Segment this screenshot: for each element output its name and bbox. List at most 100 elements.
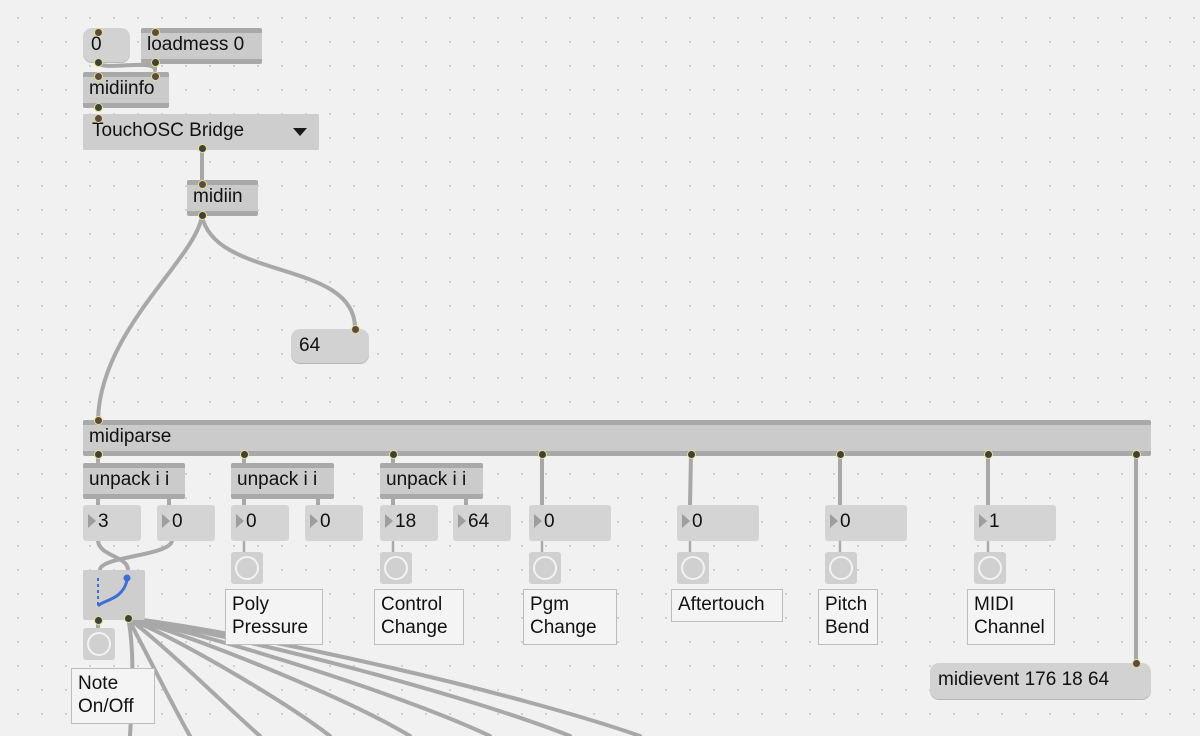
loadmess-text: loadmess 0 — [147, 34, 245, 55]
outlet-dot[interactable] — [151, 58, 160, 67]
outlet-dot[interactable] — [984, 450, 993, 459]
pitch-bend-number[interactable]: 0 — [825, 505, 907, 541]
number-arrow-icon — [162, 514, 170, 528]
pitch-comment-text: Pitch Bend — [825, 594, 870, 638]
gate-switch-icon — [96, 574, 131, 608]
outlet-dot[interactable] — [94, 103, 103, 112]
number-arrow-icon — [458, 514, 466, 528]
note-comment: Note On/Off — [71, 668, 155, 724]
midiin-text: midiin — [193, 186, 243, 207]
aftertouch-comment: Aftertouch — [671, 589, 783, 622]
value-64-message[interactable]: 64 — [291, 329, 369, 363]
number-value: 1 — [989, 511, 1000, 532]
midievent-text: midievent 176 18 64 — [938, 669, 1110, 690]
outlet-dot[interactable] — [538, 450, 547, 459]
cc-number-number[interactable]: 18 — [380, 505, 438, 541]
outlet-dot[interactable] — [198, 211, 207, 220]
midi-device-selected: TouchOSC Bridge — [92, 120, 245, 141]
outlet-dot[interactable] — [687, 450, 696, 459]
cord-pitch-to-gate — [96, 538, 130, 572]
midi-device-menu[interactable]: TouchOSC Bridge — [83, 114, 319, 150]
outlet-dot[interactable] — [94, 450, 103, 459]
pitchbend-bang-button[interactable] — [825, 552, 857, 584]
aftertouch-bang-button[interactable] — [677, 552, 709, 584]
inlet-dot[interactable] — [94, 28, 103, 37]
unpack-note-text: unpack i i — [89, 469, 170, 490]
poly-bang-button[interactable] — [231, 552, 263, 584]
poly-comment-text: Poly Pressure — [232, 594, 309, 638]
number-value: 0 — [246, 511, 257, 532]
inlet-dot[interactable] — [151, 28, 160, 37]
number-value: 64 — [468, 511, 490, 532]
pgm-bang-button[interactable] — [529, 552, 561, 584]
number-value: 18 — [395, 511, 417, 532]
note-comment-text: Note On/Off — [78, 673, 134, 717]
pgm-comment: Pgm Change — [523, 589, 617, 645]
number-value: 3 — [98, 511, 109, 532]
pgm-change-number[interactable]: 0 — [529, 505, 611, 541]
inlet-dot[interactable] — [94, 114, 103, 123]
poly-key-number[interactable]: 0 — [231, 505, 289, 541]
note-bang-button[interactable] — [83, 628, 115, 660]
midiparse-object[interactable]: midiparse — [83, 420, 1151, 456]
outlet-dot[interactable] — [94, 58, 103, 67]
outlet-dot[interactable] — [124, 614, 133, 623]
bang-circle-icon — [87, 632, 111, 656]
cc-value-number[interactable]: 64 — [453, 505, 511, 541]
zero-message-text: 0 — [91, 34, 102, 55]
note-velocity-number[interactable]: 0 — [157, 505, 215, 541]
unpack-poly-object[interactable]: unpack i i — [231, 463, 334, 499]
poly-value-number[interactable]: 0 — [305, 505, 363, 541]
poly-comment: Poly Pressure — [225, 589, 323, 645]
midievent-message[interactable]: midievent 176 18 64 — [930, 663, 1151, 699]
aftertouch-number[interactable]: 0 — [677, 505, 759, 541]
outlet-dot[interactable] — [198, 144, 207, 153]
number-value: 0 — [692, 511, 703, 532]
unpack-poly-text: unpack i i — [237, 469, 318, 490]
unpack-cc-object[interactable]: unpack i i — [380, 463, 483, 499]
bang-circle-icon — [235, 556, 259, 580]
note-pitch-number[interactable]: 3 — [83, 505, 141, 541]
cord-midiin-to-midiparse — [96, 214, 204, 422]
loadmess-object[interactable]: loadmess 0 — [141, 28, 262, 64]
control-comment-text: Control Change — [381, 594, 448, 638]
outlet-dot[interactable] — [389, 450, 398, 459]
outlet-dot[interactable] — [240, 450, 249, 459]
inlet-dot[interactable] — [351, 325, 360, 334]
inlet-dot[interactable] — [151, 72, 160, 81]
number-value: 0 — [544, 511, 555, 532]
midiparse-text: midiparse — [89, 426, 172, 447]
number-arrow-icon — [310, 514, 318, 528]
outlet-dot[interactable] — [836, 450, 845, 459]
note-gate-object[interactable] — [83, 570, 145, 620]
midiin-object[interactable]: midiin — [187, 180, 258, 216]
number-value: 0 — [840, 511, 851, 532]
bang-circle-icon — [681, 556, 705, 580]
inlet-dot[interactable] — [198, 180, 207, 189]
unpack-cc-text: unpack i i — [386, 469, 467, 490]
number-arrow-icon — [534, 514, 542, 528]
outlet-dot[interactable] — [1132, 450, 1141, 459]
number-arrow-icon — [236, 514, 244, 528]
bang-circle-icon — [829, 556, 853, 580]
inlet-dot[interactable] — [94, 72, 103, 81]
inlet-dot[interactable] — [1132, 659, 1141, 668]
channel-comment-text: MIDI Channel — [974, 594, 1045, 638]
bang-circle-icon — [978, 556, 1002, 580]
bang-circle-icon — [533, 556, 557, 580]
aftertouch-comment-text: Aftertouch — [678, 594, 765, 615]
dropdown-arrow-icon[interactable] — [293, 128, 307, 136]
zero-message[interactable]: 0 — [83, 28, 130, 62]
pitch-comment: Pitch Bend — [818, 589, 878, 645]
channel-bang-button[interactable] — [974, 552, 1006, 584]
cc-bang-button[interactable] — [380, 552, 412, 584]
midiinfo-text: midiinfo — [89, 78, 155, 99]
number-value: 0 — [320, 511, 331, 532]
midi-channel-number[interactable]: 1 — [974, 505, 1056, 541]
outlet-dot[interactable] — [94, 616, 103, 625]
number-arrow-icon — [88, 514, 96, 528]
inlet-dot[interactable] — [94, 416, 103, 425]
cord-parse-aftertouch — [688, 452, 693, 507]
unpack-note-object[interactable]: unpack i i — [83, 463, 185, 499]
